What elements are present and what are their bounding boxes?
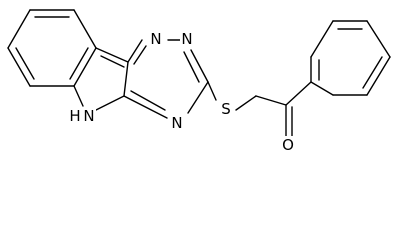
bond: [366, 56, 391, 96]
bond: [235, 95, 257, 111]
bond: [127, 39, 143, 63]
bond: [95, 47, 129, 63]
bond-lines: [7, 9, 391, 137]
bond-double-inner: [362, 56, 383, 89]
bond: [207, 81, 217, 101]
bond: [73, 47, 97, 87]
bond: [123, 61, 129, 97]
bond: [73, 85, 84, 107]
atom-s-label: S: [221, 100, 231, 118]
atom-n1-label: N: [150, 30, 161, 48]
atom-n2-label: N: [181, 30, 192, 48]
bond-double-inner: [69, 47, 89, 80]
bond: [7, 47, 31, 87]
bond: [187, 81, 209, 114]
atom-h-label: H: [69, 107, 80, 125]
bond: [73, 9, 97, 49]
bond: [95, 95, 125, 111]
atom-o-label: O: [282, 136, 294, 154]
atom-n3-label: N: [171, 114, 182, 132]
atom-bg: [281, 136, 295, 154]
bond-double-inner: [183, 51, 200, 83]
bond: [366, 20, 391, 58]
atom-bg: [149, 30, 163, 48]
bond: [190, 49, 209, 83]
bond-double-inner: [130, 90, 166, 111]
atom-bg: [170, 114, 184, 132]
atom-bg: [68, 107, 96, 125]
atom-bg: [219, 100, 233, 118]
chemical-structure-diagram: N N N S O N H: [7, 9, 391, 154]
bond-double-inner: [15, 47, 35, 80]
bond: [310, 81, 334, 96]
atom-bg: [180, 30, 194, 48]
bond-double-inner: [100, 55, 125, 68]
bond: [123, 95, 168, 119]
bond: [310, 20, 334, 58]
atom-labels: N N N S O N H: [68, 30, 295, 154]
atom-nh-label: N: [83, 107, 94, 125]
bond-double-inner: [133, 45, 147, 65]
bond: [255, 95, 287, 106]
bond: [285, 81, 312, 106]
bond: [7, 9, 31, 49]
